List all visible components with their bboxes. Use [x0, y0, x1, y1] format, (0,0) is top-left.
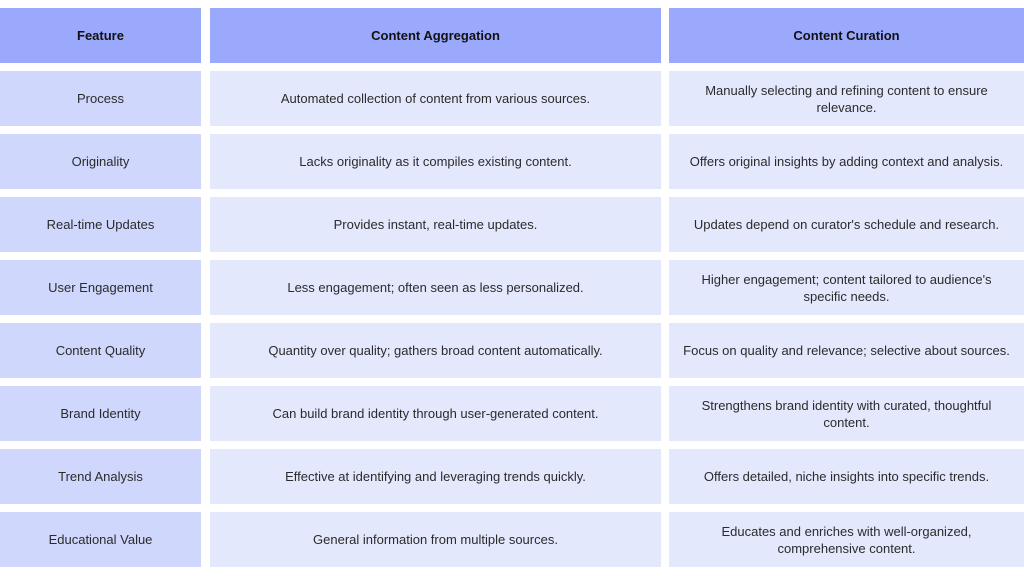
- curation-cell: Higher engagement; content tailored to a…: [669, 260, 1024, 315]
- table-row: Trend Analysis Effective at identifying …: [0, 449, 1024, 504]
- table-row: Originality Lacks originality as it comp…: [0, 134, 1024, 189]
- feature-cell: Content Quality: [0, 323, 201, 378]
- feature-cell: Brand Identity: [0, 386, 201, 441]
- feature-cell: Real-time Updates: [0, 197, 201, 252]
- aggregation-cell: Can build brand identity through user-ge…: [210, 386, 661, 441]
- table-header-row: Feature Content Aggregation Content Cura…: [0, 8, 1024, 63]
- feature-cell: User Engagement: [0, 260, 201, 315]
- curation-cell: Offers detailed, niche insights into spe…: [669, 449, 1024, 504]
- curation-cell: Focus on quality and relevance; selectiv…: [669, 323, 1024, 378]
- table-row: Brand Identity Can build brand identity …: [0, 386, 1024, 441]
- aggregation-cell: Automated collection of content from var…: [210, 71, 661, 126]
- table-row: Content Quality Quantity over quality; g…: [0, 323, 1024, 378]
- aggregation-cell: Effective at identifying and leveraging …: [210, 449, 661, 504]
- aggregation-cell: Quantity over quality; gathers broad con…: [210, 323, 661, 378]
- table-row: User Engagement Less engagement; often s…: [0, 260, 1024, 315]
- table-row: Process Automated collection of content …: [0, 71, 1024, 126]
- curation-cell: Strengthens brand identity with curated,…: [669, 386, 1024, 441]
- header-content-curation: Content Curation: [669, 8, 1024, 63]
- comparison-table: Feature Content Aggregation Content Cura…: [0, 8, 1024, 575]
- feature-cell: Process: [0, 71, 201, 126]
- aggregation-cell: Less engagement; often seen as less pers…: [210, 260, 661, 315]
- aggregation-cell: Provides instant, real-time updates.: [210, 197, 661, 252]
- aggregation-cell: General information from multiple source…: [210, 512, 661, 567]
- curation-cell: Educates and enriches with well-organize…: [669, 512, 1024, 567]
- header-content-aggregation: Content Aggregation: [210, 8, 661, 63]
- table-row: Real-time Updates Provides instant, real…: [0, 197, 1024, 252]
- curation-cell: Manually selecting and refining content …: [669, 71, 1024, 126]
- feature-cell: Educational Value: [0, 512, 201, 567]
- feature-cell: Originality: [0, 134, 201, 189]
- curation-cell: Updates depend on curator's schedule and…: [669, 197, 1024, 252]
- curation-cell: Offers original insights by adding conte…: [669, 134, 1024, 189]
- table-row: Educational Value General information fr…: [0, 512, 1024, 567]
- aggregation-cell: Lacks originality as it compiles existin…: [210, 134, 661, 189]
- feature-cell: Trend Analysis: [0, 449, 201, 504]
- header-feature: Feature: [0, 8, 201, 63]
